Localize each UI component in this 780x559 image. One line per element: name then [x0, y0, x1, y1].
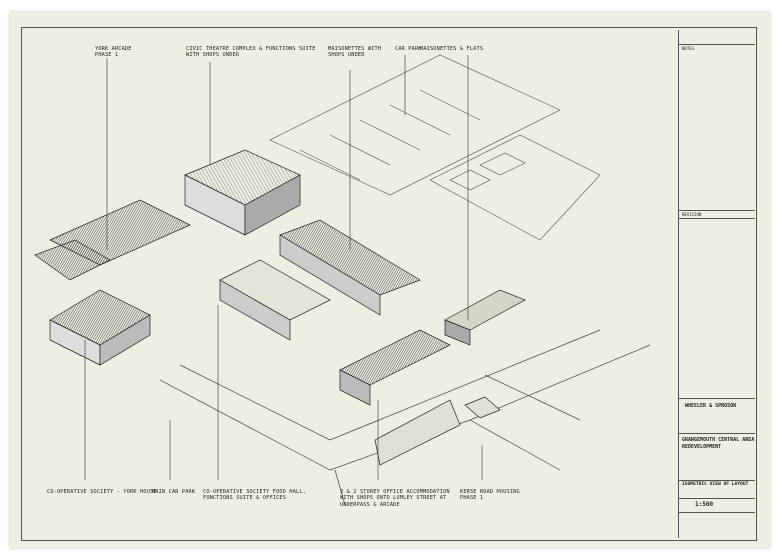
label-coop-york-house: CO-OPERATIVE SOCIETY - YORK HOUSE — [47, 489, 157, 495]
title-block-notes: NOTES — [682, 46, 695, 51]
drawing-title: ISOMETRIC VIEW OF LAYOUT — [682, 482, 749, 487]
title-block: NOTES REVISION WHEELER & SPROSON GRANGEM… — [678, 30, 755, 538]
label-coop-food-hall: CO-OPERATIVE SOCIETY FOOD HALL, FUNCTION… — [203, 489, 307, 502]
label-maisonettes-shops: MAISONETTES WITH SHOPS UNDER — [328, 46, 382, 59]
drawing-scale: 1:500 — [695, 501, 714, 508]
architect-name: WHEELER & SPROSON — [685, 403, 737, 409]
title-block-revision: REVISION — [682, 212, 702, 217]
leader-lines — [84, 55, 483, 480]
label-main-car-park: MAIN CAR PARK — [152, 489, 196, 495]
label-york-arcade: YORK ARCADE PHASE 1 — [95, 46, 132, 59]
project-name: GRANGEMOUTH CENTRAL AREA REDEVELOPMENT — [682, 437, 755, 450]
label-maisonettes-flats: MAISONETTES & FLATS — [420, 46, 484, 52]
label-office-accommodation: 3 & 2 STOREY OFFICE ACCOMMODATION WITH S… — [340, 489, 450, 508]
car-park-lines — [269, 54, 601, 241]
drawing-border — [21, 27, 757, 541]
label-kerse-road: KERSE ROAD HOUSING PHASE 1 — [460, 489, 520, 502]
buildings — [34, 149, 526, 466]
label-civic-theatre: CIVIC THEATRE COMPLEX & FUNCTIONS SUITE … — [186, 46, 316, 59]
label-car-park: CAR PARK — [395, 46, 422, 52]
